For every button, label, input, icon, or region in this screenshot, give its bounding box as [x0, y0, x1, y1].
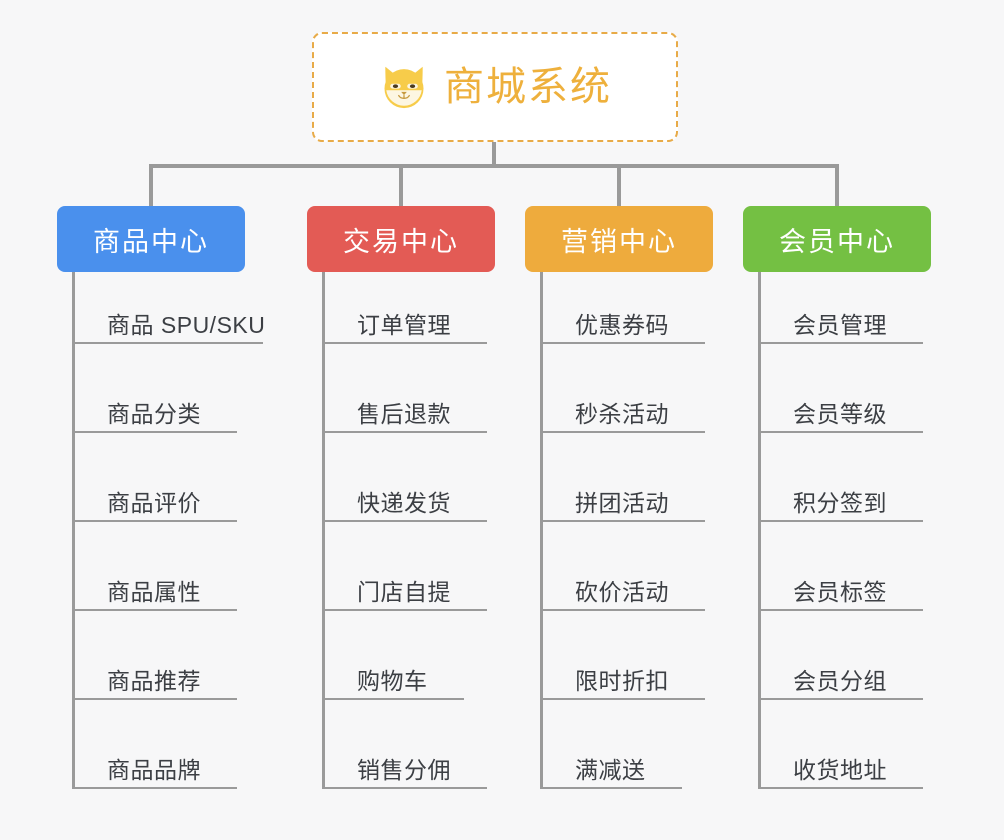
- list-item[interactable]: 秒杀活动: [543, 344, 705, 433]
- list-item-label: 商品属性: [107, 578, 201, 605]
- list-item-label: 积分签到: [793, 489, 887, 516]
- list-item-label: 会员等级: [793, 400, 887, 427]
- list-item-label: 会员标签: [793, 578, 887, 605]
- connector-drop-column-3: [617, 164, 621, 206]
- list-item-label: 商品评价: [107, 489, 201, 516]
- list-item[interactable]: 销售分佣: [325, 700, 487, 789]
- list-item-label: 快递发货: [357, 489, 451, 516]
- list-item[interactable]: 收货地址: [761, 700, 923, 789]
- list-item-label: 秒杀活动: [575, 400, 669, 427]
- list-item-label: 商品推荐: [107, 667, 201, 694]
- list-item-label: 满减送: [575, 756, 646, 783]
- branch-column-4: 会员中心 会员管理 会员等级 积分签到 会员标签 会员分组 收货地址: [743, 206, 931, 789]
- root-node-title: 商城系统: [444, 65, 612, 109]
- list-item-label: 会员管理: [793, 311, 887, 338]
- shiba-dog-icon: [384, 66, 424, 112]
- list-item-label: 售后退款: [357, 400, 451, 427]
- connector-drop-column-1: [149, 164, 153, 206]
- branch-header-2[interactable]: 交易中心: [307, 206, 495, 272]
- list-item-label: 商品分类: [107, 400, 201, 427]
- list-item-label: 优惠券码: [575, 311, 669, 338]
- list-item-label: 订单管理: [357, 311, 451, 338]
- list-item[interactable]: 商品属性: [75, 522, 237, 611]
- list-item-label: 商品品牌: [107, 756, 201, 783]
- branch-header-2-label: 交易中心: [343, 226, 459, 257]
- list-item[interactable]: 门店自提: [325, 522, 487, 611]
- list-item[interactable]: 商品分类: [75, 344, 237, 433]
- branch-list-4: 会员管理 会员等级 积分签到 会员标签 会员分组 收货地址: [758, 272, 931, 789]
- list-item[interactable]: 购物车: [325, 611, 464, 700]
- list-item[interactable]: 订单管理: [325, 272, 487, 344]
- list-item-label: 限时折扣: [575, 667, 669, 694]
- connector-drop-column-4: [835, 164, 839, 206]
- list-item[interactable]: 售后退款: [325, 344, 487, 433]
- list-item-label: 商品 SPU/SKU: [107, 311, 266, 338]
- list-item[interactable]: 会员分组: [761, 611, 923, 700]
- list-item-label: 会员分组: [793, 667, 887, 694]
- connector-drop-column-2: [399, 164, 403, 206]
- list-item[interactable]: 砍价活动: [543, 522, 705, 611]
- branch-header-1-label: 商品中心: [93, 226, 209, 257]
- list-item-label: 购物车: [357, 667, 428, 694]
- list-item[interactable]: 商品 SPU/SKU: [75, 272, 266, 344]
- list-item-label: 拼团活动: [575, 489, 669, 516]
- branch-list-3: 优惠券码 秒杀活动 拼团活动 砍价活动 限时折扣 满减送: [540, 272, 713, 789]
- list-item[interactable]: 商品推荐: [75, 611, 237, 700]
- branch-header-4-label: 会员中心: [779, 226, 895, 257]
- list-item[interactable]: 会员管理: [761, 272, 923, 344]
- list-item[interactable]: 会员标签: [761, 522, 923, 611]
- branch-header-3-label: 营销中心: [561, 226, 677, 257]
- list-item-label: 门店自提: [357, 578, 451, 605]
- connector-horizontal-bus: [149, 164, 839, 168]
- list-item[interactable]: 满减送: [543, 700, 682, 789]
- branch-header-4[interactable]: 会员中心: [743, 206, 931, 272]
- branch-column-2: 交易中心 订单管理 售后退款 快递发货 门店自提 购物车 销售分佣: [307, 206, 495, 789]
- branch-list-2: 订单管理 售后退款 快递发货 门店自提 购物车 销售分佣: [322, 272, 495, 789]
- list-item-label: 砍价活动: [575, 578, 669, 605]
- branch-column-1: 商品中心 商品 SPU/SKU 商品分类 商品评价 商品属性 商品推荐 商品品牌: [57, 206, 265, 789]
- list-item[interactable]: 拼团活动: [543, 433, 705, 522]
- list-item[interactable]: 限时折扣: [543, 611, 705, 700]
- branch-header-1[interactable]: 商品中心: [57, 206, 245, 272]
- branch-column-3: 营销中心 优惠券码 秒杀活动 拼团活动 砍价活动 限时折扣 满减送: [525, 206, 713, 789]
- list-item[interactable]: 会员等级: [761, 344, 923, 433]
- list-item-label: 收货地址: [793, 756, 887, 783]
- branch-header-3[interactable]: 营销中心: [525, 206, 713, 272]
- root-node-shopping-mall-system[interactable]: 商城系统: [312, 32, 678, 142]
- connector-root-stem: [492, 142, 496, 167]
- list-item[interactable]: 快递发货: [325, 433, 487, 522]
- list-item-label: 销售分佣: [357, 756, 451, 783]
- branch-list-1: 商品 SPU/SKU 商品分类 商品评价 商品属性 商品推荐 商品品牌: [72, 272, 265, 789]
- list-item[interactable]: 商品品牌: [75, 700, 237, 789]
- list-item[interactable]: 商品评价: [75, 433, 237, 522]
- list-item[interactable]: 优惠券码: [543, 272, 705, 344]
- list-item[interactable]: 积分签到: [761, 433, 923, 522]
